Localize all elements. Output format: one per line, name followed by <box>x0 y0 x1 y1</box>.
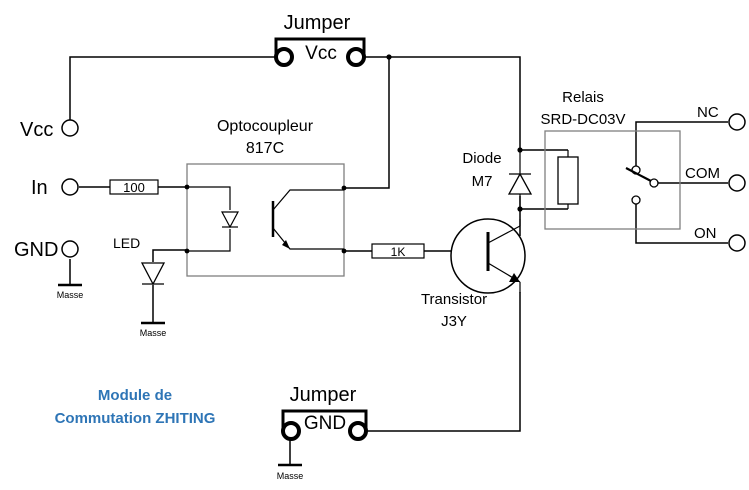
label-in-input: In <box>31 177 48 199</box>
label-gnd-input: GND <box>14 239 58 261</box>
wire-nc <box>635 121 728 172</box>
opto-emitter-arrow <box>282 240 290 249</box>
labels: Jumper Vcc Vcc In GND Optocoupleur 817C … <box>14 12 720 481</box>
wire-on <box>635 198 728 244</box>
label-vcc-input: Vcc <box>20 119 53 141</box>
relay-contact-com <box>649 178 659 188</box>
relay-contact-on <box>631 195 641 205</box>
wire-led-path <box>152 249 187 262</box>
label-nc: NC <box>697 104 719 121</box>
label-masse-led: Masse <box>140 328 167 338</box>
label-jumper-top: Jumper <box>284 12 351 34</box>
terminal-vcc-input[interactable] <box>61 119 79 137</box>
relay-body <box>544 130 681 230</box>
jumper-vcc-pin-left <box>274 47 294 67</box>
terminal-gnd-input[interactable] <box>61 240 79 258</box>
jumper-gnd[interactable] <box>281 409 368 441</box>
jumper-vcc-pin-right <box>346 47 366 67</box>
wire-emitter-to-jumper <box>366 292 521 432</box>
transistor-j3y <box>450 218 526 294</box>
label-diode: Diode <box>462 150 501 167</box>
jumper-gnd-pin-right <box>348 421 368 441</box>
relay-coil <box>557 156 579 205</box>
terminals <box>61 113 746 258</box>
opto-led-triangle <box>221 211 239 229</box>
relay-switch-arm <box>625 167 652 182</box>
label-on: ON <box>694 225 717 242</box>
optocoupler <box>184 163 347 277</box>
label-optocoupleur: Optocoupleur <box>217 118 314 135</box>
label-m7: M7 <box>472 173 493 190</box>
label-com: COM <box>685 165 720 182</box>
opto-pin4 <box>341 248 347 254</box>
resistor-1k <box>371 243 425 259</box>
label-gnd-jumper: GND <box>304 413 346 434</box>
terminal-nc[interactable] <box>728 113 746 131</box>
jumper-vcc-bridge <box>274 37 366 57</box>
resistor-100 <box>109 179 159 195</box>
relay <box>544 130 681 230</box>
label-resistor-100: 100 <box>123 180 145 195</box>
wire-jumper-to-relay <box>364 56 521 150</box>
led-symbol <box>140 262 166 286</box>
label-masse-gnd: Masse <box>57 290 84 300</box>
label-j3y: J3Y <box>441 313 467 330</box>
transistor-collector <box>487 225 521 244</box>
wire-vcc-to-jumper <box>69 56 276 128</box>
label-vcc-jumper: Vcc <box>305 43 337 64</box>
led-triangle <box>140 262 166 286</box>
terminal-on[interactable] <box>728 234 746 252</box>
jumper-gnd-pin-left <box>281 421 301 441</box>
label-817c: 817C <box>246 140 284 157</box>
label-resistor-1k: 1K <box>391 245 406 259</box>
terminal-com[interactable] <box>728 174 746 192</box>
jumper-vcc[interactable] <box>274 37 366 67</box>
opto-pin1 <box>184 184 190 190</box>
jumper-gnd-bridge <box>281 409 368 431</box>
transistor-emitter-arrow <box>509 273 520 282</box>
label-led: LED <box>113 235 140 251</box>
terminal-in-input[interactable] <box>61 178 79 196</box>
diode-triangle <box>507 172 533 195</box>
label-jumper-bottom: Jumper <box>290 384 357 406</box>
opto-led-cathode-wire <box>187 229 231 252</box>
diode-m7 <box>507 150 533 209</box>
opto-collector-wire <box>272 189 344 211</box>
opto-led-anode-wire <box>187 186 231 210</box>
optocoupler-body <box>186 163 345 277</box>
opto-emitter-wire <box>272 227 344 250</box>
opto-pin2 <box>184 248 190 254</box>
opto-pin3 <box>341 185 347 191</box>
label-transistor: Transistor <box>421 291 487 308</box>
label-relais: Relais <box>562 89 604 106</box>
wire-rail-to-opto <box>344 57 390 189</box>
module-title-line2: Commutation ZHITING <box>55 410 216 427</box>
module-title-line1: Module de <box>98 387 172 404</box>
label-srd-dc03v: SRD-DC03V <box>540 111 625 128</box>
label-masse-jumper: Masse <box>277 471 304 481</box>
wires <box>69 54 728 464</box>
